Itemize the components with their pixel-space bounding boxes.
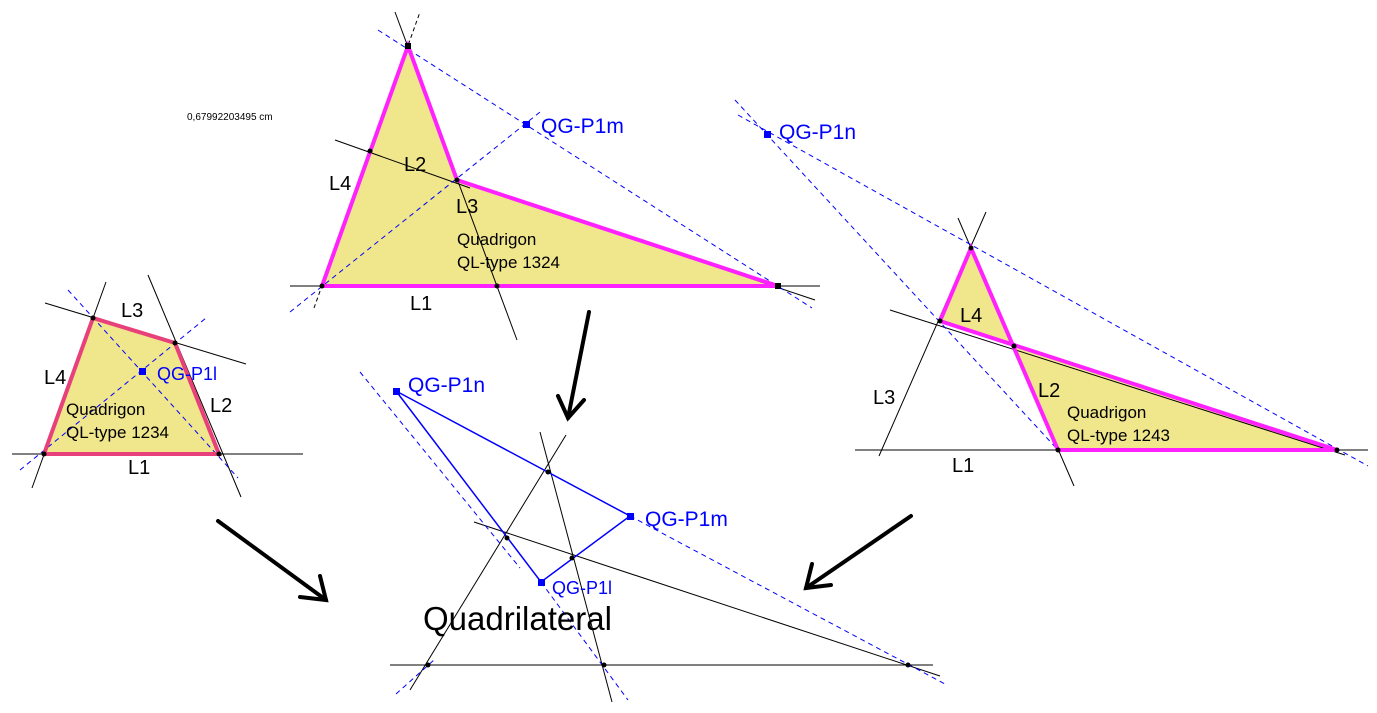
right-point-p1n	[764, 131, 771, 138]
left-vertex-a	[41, 451, 47, 457]
left-label-l1: L1	[128, 457, 150, 479]
left-label-l2: L2	[210, 395, 232, 417]
left-vertex-d	[216, 451, 222, 457]
quad-vertex-1	[545, 469, 551, 475]
top-line-l2	[334, 139, 471, 189]
right-label-l4: L4	[960, 305, 982, 327]
top-line-l4	[397, 14, 418, 18]
quad-blue-triangle	[395, 390, 632, 584]
top-mini-text: 0,67992203495 cm	[187, 112, 273, 123]
quad-vertex-5	[601, 662, 607, 668]
top-vertex-a	[405, 43, 411, 49]
quad-vertex-6	[905, 662, 911, 668]
top-vertex-e	[367, 148, 373, 154]
top-vertex-c	[319, 283, 325, 289]
right-line-l4	[889, 309, 1346, 456]
right-label-l2: L2	[1038, 380, 1060, 402]
top-label-l2: L2	[404, 154, 426, 176]
top-point-p1m-label: QG-P1m	[541, 115, 624, 138]
top-quadrigon-fill	[322, 46, 778, 286]
quad-point-p1n-label: QG-P1n	[408, 374, 485, 397]
top-label-l4: L4	[329, 173, 351, 195]
arrow-right	[803, 514, 913, 591]
quad-line-right	[539, 431, 613, 703]
quad-vertex-4	[425, 662, 431, 668]
left-point-p1l	[139, 368, 146, 375]
left-point-p1l-label: QG-P1l	[157, 364, 217, 384]
quad-vertex-2	[504, 535, 510, 541]
arrow-left	[216, 519, 329, 603]
right-vertex-c	[1011, 343, 1017, 349]
quad-dashed-2	[629, 515, 946, 685]
top-quadrigon: QG-P1m L4 L2 L3 L1 Quadrigon QL-type 132…	[187, 11, 820, 341]
right-vertex-a	[937, 318, 943, 324]
quad-dashed-3	[540, 581, 629, 701]
quad-point-p1m	[627, 513, 634, 520]
top-label-l1: L1	[410, 293, 432, 315]
left-quadrigon: QG-P1l L3 L4 L2 L1 Quadrigon QL-type 123…	[12, 274, 303, 498]
left-line-l2	[147, 274, 242, 498]
right-quadrigon-name: Quadrigon	[1067, 403, 1146, 422]
right-quadrigon-fill-top	[940, 248, 1014, 346]
left-vertex-b	[90, 315, 96, 321]
left-vertex-c	[172, 340, 178, 346]
left-quadrigon-fill	[44, 318, 219, 454]
right-dashed-1	[734, 99, 1059, 451]
right-label-l3: L3	[873, 387, 895, 409]
right-point-p1n-label: QG-P1n	[779, 121, 856, 144]
quad-vertex-3	[569, 555, 575, 561]
quad-point-p1l-label: QG-P1l	[552, 578, 612, 598]
quad-line-mid	[473, 521, 941, 677]
quadrilateral: QG-P1n QG-P1m QG-P1l Quadrilateral	[359, 371, 946, 703]
right-vertex-d	[1055, 447, 1061, 453]
quad-point-p1n	[393, 388, 400, 395]
left-dashed-1	[67, 289, 239, 479]
left-label-l4: L4	[44, 367, 66, 389]
top-vertex-d	[454, 177, 460, 183]
top-quadrigon-name: Quadrigon	[457, 230, 536, 249]
right-quadrigon: QG-P1n L4 L3 L2 L1 Quadrigon QL-type 124…	[734, 99, 1369, 487]
quad-point-p1m-label: QG-P1m	[645, 508, 728, 531]
right-label-l1: L1	[952, 455, 974, 477]
top-quadrigon-type: QL-type 1324	[457, 253, 560, 272]
top-vertex-b	[775, 283, 781, 289]
quad-dashed-1	[359, 371, 521, 569]
top-label-l3: L3	[456, 196, 478, 218]
right-vertex-e	[1334, 447, 1340, 453]
left-label-l3: L3	[121, 300, 143, 322]
left-quadrigon-type: QL-type 1234	[66, 423, 169, 442]
quad-line-left	[409, 434, 567, 691]
left-quadrigon-name: Quadrigon	[66, 400, 145, 419]
top-point-p1m	[523, 121, 530, 128]
quadrilateral-title: Quadrilateral	[423, 600, 612, 637]
top-vertex-f	[494, 283, 500, 289]
top-dashed-1	[377, 29, 813, 309]
right-quadrigon-type: QL-type 1243	[1067, 426, 1170, 445]
arrow-top	[556, 310, 591, 422]
right-vertex-b	[968, 245, 974, 251]
quad-point-p1l	[538, 579, 545, 586]
arrows	[216, 310, 913, 603]
right-dashed-2	[737, 114, 1369, 467]
